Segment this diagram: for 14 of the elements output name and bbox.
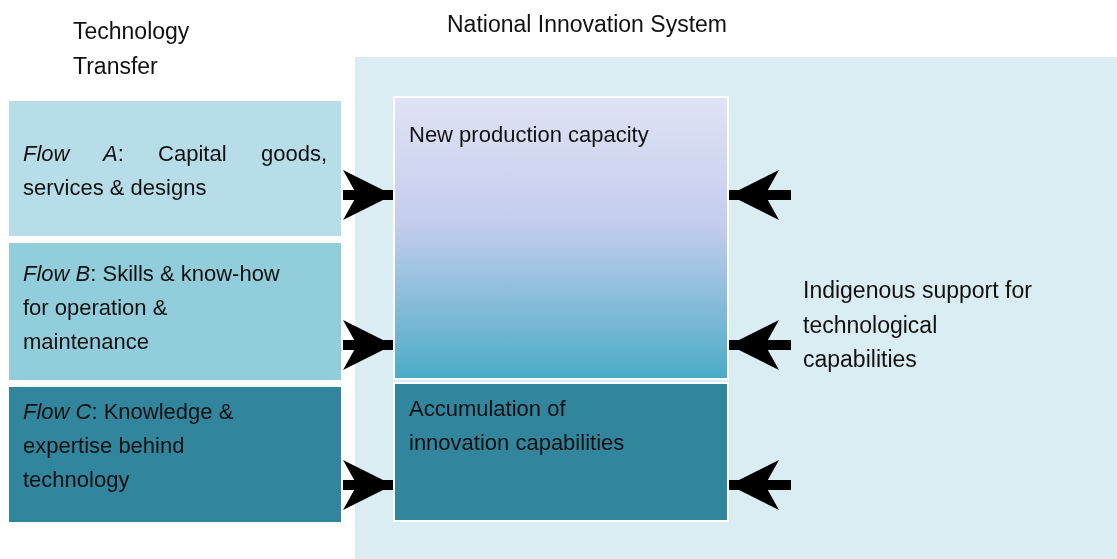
arrow [729, 460, 791, 510]
arrow [729, 170, 791, 220]
flow-box: Flow C: Knowledge & expertise behind technology [7, 385, 343, 524]
panel-title: National Innovation System [447, 11, 727, 38]
arrow [343, 460, 393, 510]
support-label: Indigenous support for technological capabilities [803, 276, 1033, 374]
column-heading: Technology Transfer [73, 17, 191, 81]
arrow [343, 320, 393, 370]
flow-box: Flow B: Skills & know-how for operation & maintenance [7, 241, 343, 382]
capabilities-box: Accumulation of innovation capabilities [393, 382, 729, 522]
arrow [343, 170, 393, 220]
arrow [729, 320, 791, 370]
flow-box: Flow A: Capital goods, services & designs [7, 99, 343, 238]
production-box: New production capacity [393, 96, 729, 380]
